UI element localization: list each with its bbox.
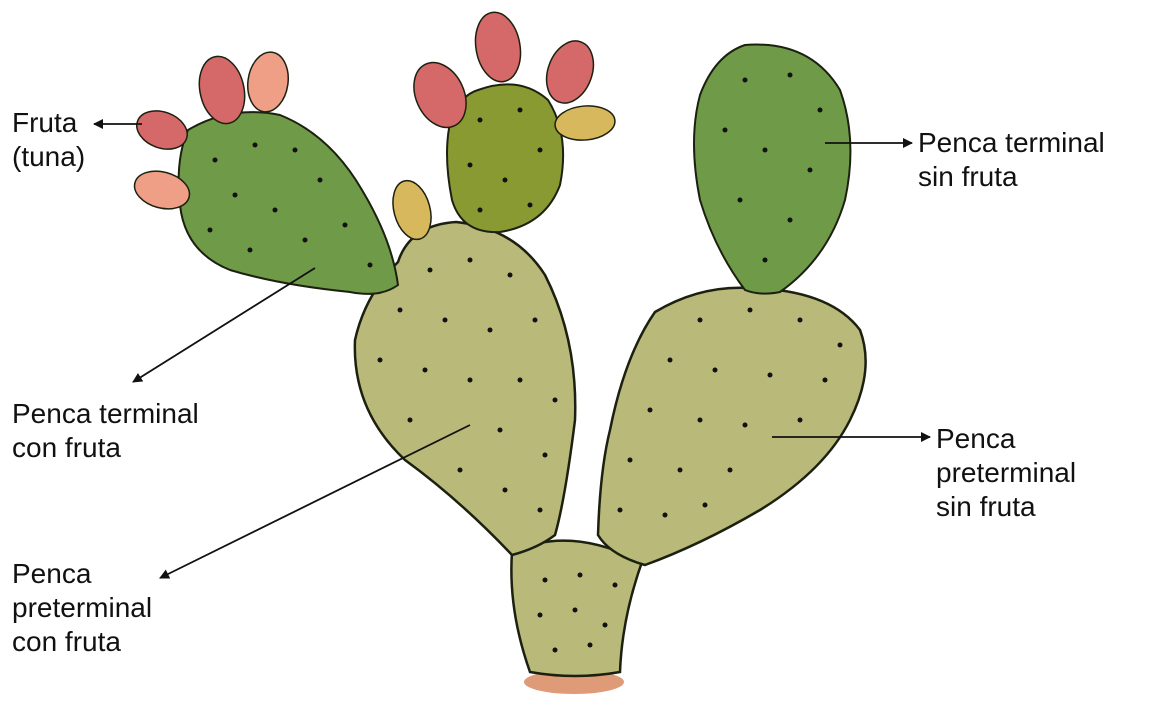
- pad-preterminal-without-fruit: [598, 288, 866, 565]
- label-line: sin fruta: [936, 490, 1076, 524]
- fruit-tuna: [244, 50, 292, 115]
- label-fruit: Fruta (tuna): [12, 106, 85, 174]
- label-line: (tuna): [12, 140, 85, 174]
- fruit-tuna: [470, 9, 525, 86]
- fruit-tuna: [538, 34, 601, 109]
- label-terminal-without-fruit: Penca terminal sin fruta: [918, 126, 1105, 194]
- label-line: Fruta: [12, 106, 85, 140]
- arrow-terminal-with-fruit: [133, 268, 315, 382]
- label-line: preterminal: [12, 591, 152, 625]
- label-line: sin fruta: [918, 160, 1105, 194]
- label-terminal-with-fruit: Penca terminal con fruta: [12, 397, 199, 465]
- pad-terminal-without-fruit: [694, 45, 850, 294]
- label-preterminal-without-fruit: Penca preterminal sin fruta: [936, 422, 1076, 524]
- label-line: Penca terminal: [12, 397, 199, 431]
- label-line: Penca terminal: [918, 126, 1105, 160]
- label-line: con fruta: [12, 625, 152, 659]
- arrow-preterminal-with-fruit: [160, 425, 470, 578]
- label-preterminal-with-fruit: Penca preterminal con fruta: [12, 557, 152, 659]
- label-line: Penca: [936, 422, 1076, 456]
- label-line: con fruta: [12, 431, 199, 465]
- pad-terminal-with-fruit: [179, 112, 398, 294]
- label-line: preterminal: [936, 456, 1076, 490]
- label-line: Penca: [12, 557, 152, 591]
- fruit-tuna: [554, 103, 617, 142]
